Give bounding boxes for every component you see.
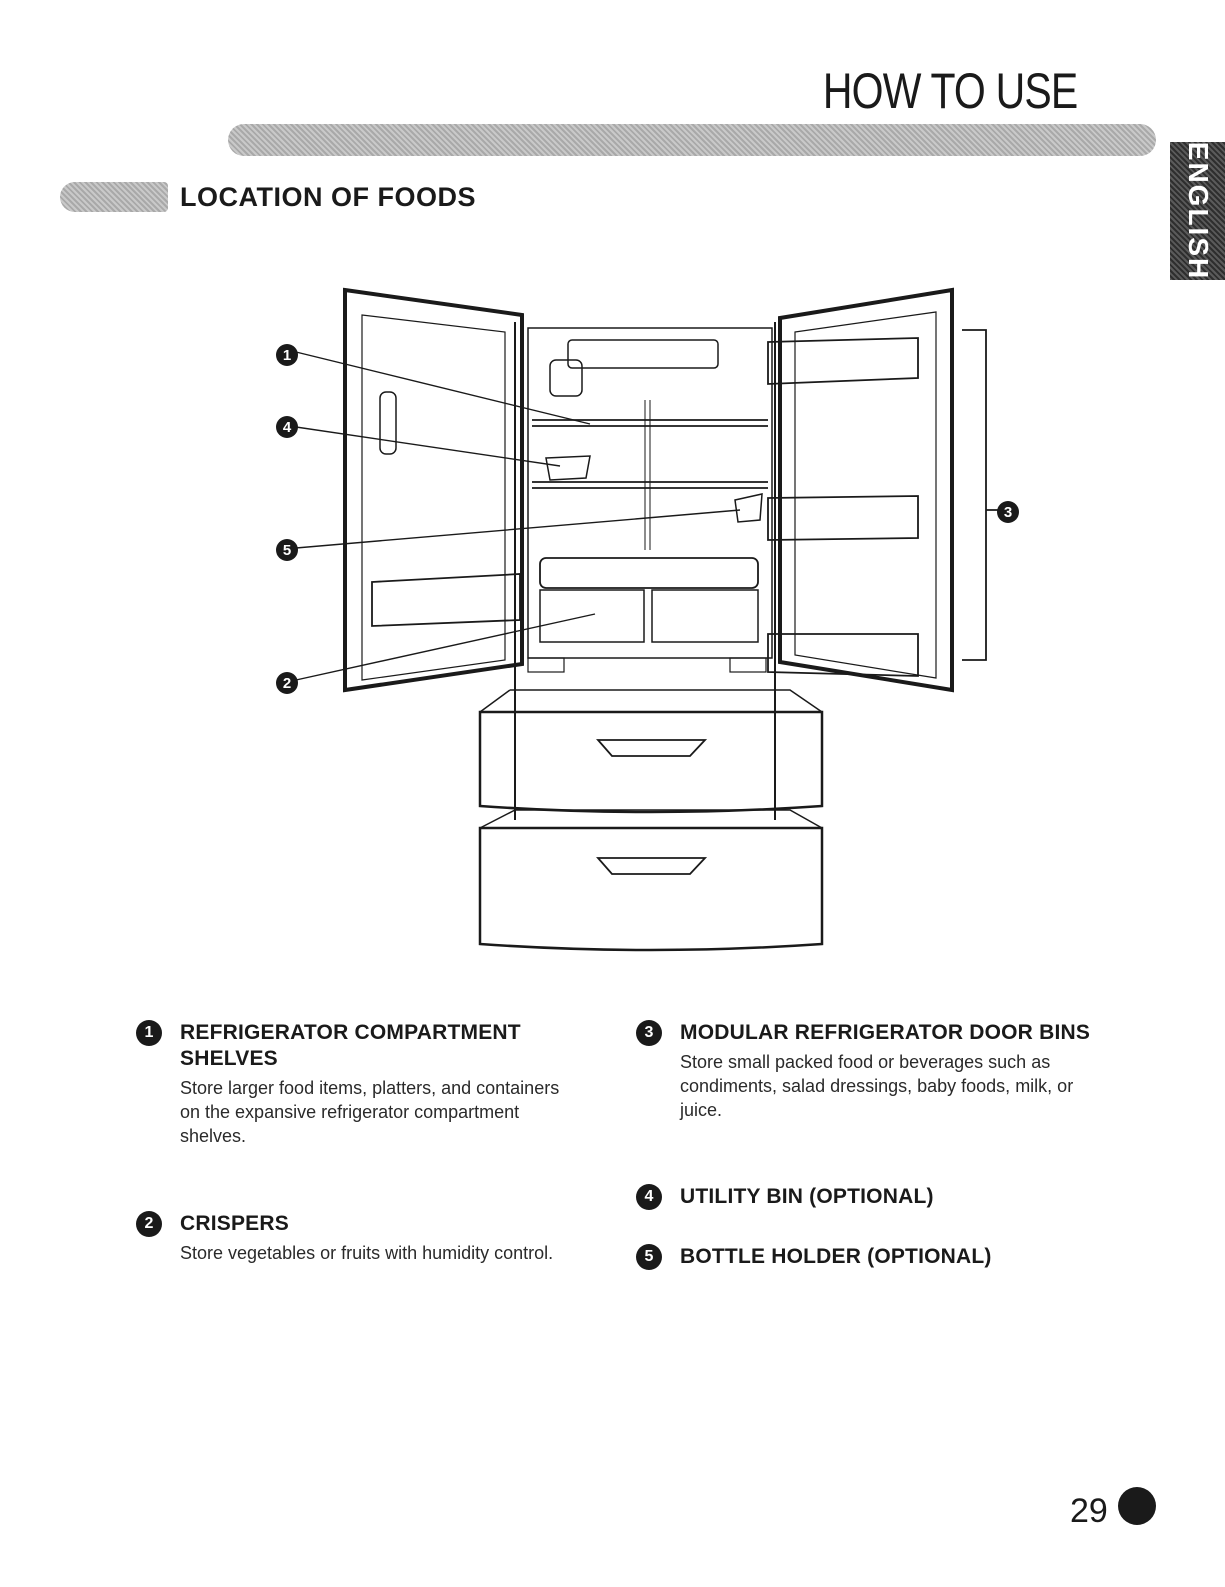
crisper-cover bbox=[539, 557, 759, 589]
utility-bin bbox=[545, 455, 591, 481]
bottle-holder bbox=[734, 493, 763, 523]
item-description: Store larger food items, platters, and c… bbox=[180, 1078, 560, 1146]
drawer-handle-bottom bbox=[596, 857, 708, 875]
item-bottle-holder: 5 BOTTLE HOLDER (OPTIONAL) bbox=[636, 1244, 1106, 1270]
freezer-drawer-top bbox=[478, 710, 824, 814]
section-marker bbox=[60, 182, 168, 212]
fridge-interior bbox=[527, 327, 773, 659]
cabinet-outline bbox=[514, 322, 776, 820]
item-description: Store small packed food or beverages suc… bbox=[680, 1052, 1074, 1120]
refrigerator-diagram: 1 4 5 2 3 bbox=[276, 287, 1019, 952]
item-utility-bin: 4 UTILITY BIN (OPTIONAL) bbox=[636, 1184, 1106, 1210]
callout-2: 2 bbox=[283, 675, 291, 692]
section-title: LOCATION OF FOODS bbox=[180, 182, 476, 212]
diagram-callouts: 1 4 5 2 3 bbox=[276, 344, 1019, 694]
item-number-badge: 1 bbox=[136, 1020, 162, 1046]
item-heading: MODULAR REFRIGERATOR DOOR BINS bbox=[680, 1021, 1091, 1044]
item-number-badge: 5 bbox=[636, 1244, 662, 1270]
shelf-rail bbox=[644, 400, 651, 550]
callout-4: 4 bbox=[283, 419, 292, 436]
item-heading: CRISPERS bbox=[180, 1212, 289, 1235]
item-heading: UTILITY BIN (OPTIONAL) bbox=[680, 1185, 934, 1208]
door-bins-bracket bbox=[962, 329, 998, 661]
item-number-badge: 2 bbox=[136, 1211, 162, 1237]
right-door-bin-top bbox=[767, 337, 919, 385]
lg-logo-icon bbox=[1118, 1487, 1156, 1525]
language-tab: ENGLISH bbox=[1170, 142, 1225, 280]
header-divider-bar bbox=[228, 124, 1156, 156]
item-door-bins: 3 MODULAR REFRIGERATOR DOOR BINS Store s… bbox=[636, 1020, 1106, 1122]
crisper-right bbox=[651, 589, 759, 643]
crisper-left bbox=[539, 589, 645, 643]
callout-1: 1 bbox=[283, 347, 291, 364]
left-door bbox=[343, 287, 524, 693]
right-door-bin-middle bbox=[767, 495, 919, 541]
light-cover bbox=[567, 339, 719, 369]
item-number-badge: 4 bbox=[636, 1184, 662, 1210]
item-crispers: 2 CRISPERS Store vegetables or fruits wi… bbox=[136, 1211, 606, 1265]
freezer-drawer-bottom bbox=[478, 826, 824, 952]
right-door bbox=[778, 287, 954, 693]
callout-3: 3 bbox=[1004, 504, 1012, 521]
page-number: 29 bbox=[1070, 1492, 1108, 1530]
drawer-handle-top bbox=[596, 739, 708, 757]
left-door-handle bbox=[379, 391, 397, 455]
item-refrigerator-shelves: 1 REFRIGERATOR COMPARTMENT SHELVES Store… bbox=[136, 1020, 576, 1148]
callout-5: 5 bbox=[283, 542, 291, 559]
right-door-bin-bottom bbox=[767, 633, 919, 677]
item-description: Store vegetables or fruits with humidity… bbox=[180, 1243, 554, 1263]
left-door-bin bbox=[371, 573, 521, 627]
page-header-title: HOW TO USE bbox=[822, 63, 1077, 119]
item-heading: REFRIGERATOR COMPARTMENT SHELVES bbox=[180, 1021, 521, 1070]
item-number-badge: 3 bbox=[636, 1020, 662, 1046]
water-filter bbox=[549, 359, 583, 397]
item-heading: BOTTLE HOLDER (OPTIONAL) bbox=[680, 1245, 992, 1268]
